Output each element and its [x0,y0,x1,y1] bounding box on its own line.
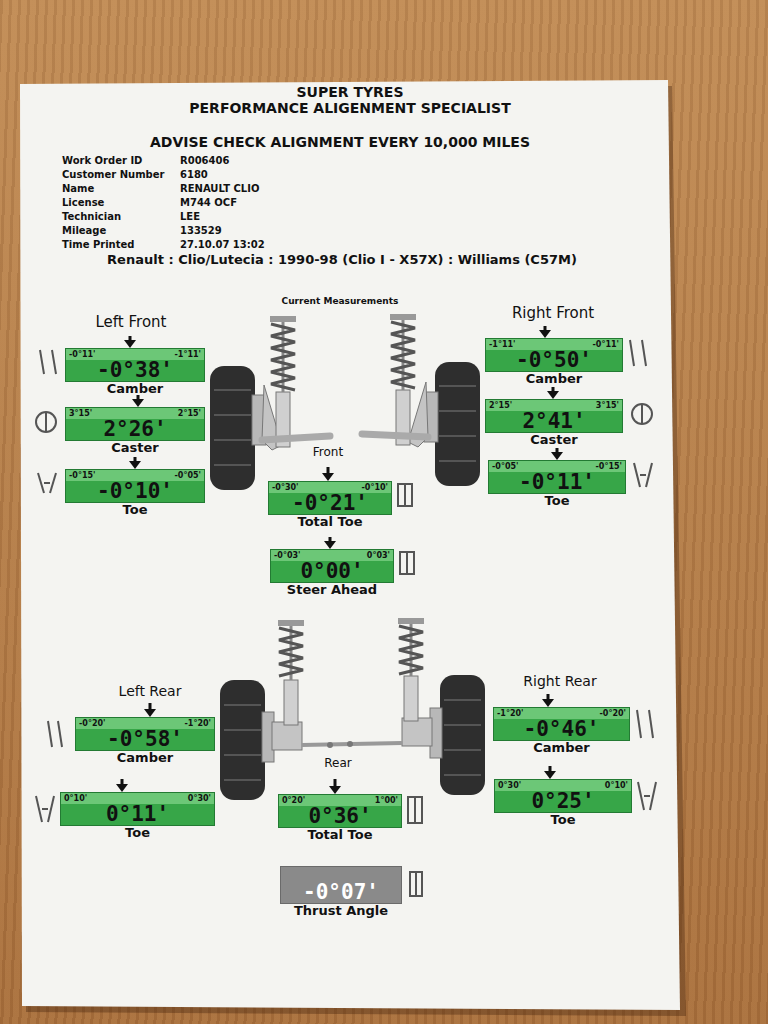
header-text: PERFORMANCE ALIGENMENT SPECIALIST [189,100,510,116]
range-min: -0°05' [492,462,518,471]
range-max: -0°15' [596,462,622,471]
measurement-box: -1°20'-0°20'-0°46'Camber [493,707,630,741]
vehicle-spec: Renault : Clio/Lutecia : 1990-98 (Clio I… [107,253,577,268]
field-label: Work Order ID [62,155,142,167]
range-max: -0°10' [362,483,388,492]
section-heading: Current Measurements [282,296,399,306]
measurement-box: -0°05'-0°15'-0°11'Toe [488,460,626,494]
range-min: -0°15' [69,471,95,480]
measurement-box: -0°15'-0°05'-0°10'Toe [65,469,205,503]
range-max: 0°10' [605,781,628,790]
measurement-box: 0°30'0°10'0°25'Toe [494,779,632,813]
range-min: 0°20' [282,796,305,805]
range-max: -0°11' [593,340,619,349]
measured-value: 0°36' [308,805,371,827]
measured-value: -0°21' [292,492,368,514]
range-min: -1°20' [497,709,523,718]
measured-value: 2°26' [103,418,166,440]
position-label: Left Front [96,314,167,331]
measured-value: 2°41' [522,410,585,432]
measurement-box: 2°15'3°15'2°41'Caster [485,399,623,433]
measured-value: 0°25' [531,790,594,812]
measurement-name: Toe [551,813,576,827]
range-min: -0°20' [79,719,105,728]
measurement-box: -0°20'-1°20'-0°58'Camber [75,717,215,751]
field-value: 133529 [180,225,222,237]
range-max: 0°30' [188,794,211,803]
measurement-box: 0°10'0°30'0°11'Toe [60,792,215,826]
range-max: 3°15' [596,401,619,410]
position-label: Front [313,446,343,460]
advice-note: ADVISE CHECK ALIGNMENT EVERY 10,000 MILE… [150,134,530,150]
range-max: 2°15' [178,409,201,418]
field-value: RENAULT CLIO [180,183,259,195]
field-label: Name [62,183,94,195]
position-label: Rear [324,757,351,771]
position-label: Left Rear [119,683,182,699]
range-max: 1°00' [375,796,398,805]
measurement-name: Camber [533,741,589,755]
measurement-name: Caster [111,441,159,455]
measured-value: -0°46' [524,718,600,740]
field-label: Time Printed [62,239,134,251]
field-value: R006406 [180,155,229,167]
measurement-box: 3°15'2°15'2°26'Caster [65,407,205,441]
range-min: 0°10' [64,794,87,803]
range-min: -0°30' [272,483,298,492]
field-label: Mileage [62,225,106,237]
position-label: Right Front [512,305,594,322]
thrust-angle-box: -0°07'Thrust Angle [280,866,402,904]
field-value: M744 OCF [180,197,237,209]
measured-value: -0°10' [97,480,173,502]
measured-value: 0°11' [106,803,169,825]
range-min: -0°11' [69,350,95,359]
measurement-box: -1°11'-0°11'-0°50'Camber [485,338,623,372]
range-min: 3°15' [69,409,92,418]
measurement-name: Camber [107,382,163,396]
measurement-name: Toe [545,494,570,508]
range-max: -0°20' [600,709,626,718]
field-value: LEE [180,211,200,223]
field-value: 6180 [180,169,208,181]
measured-value: -0°38' [97,359,173,381]
measurement-name: Steer Ahead [287,583,377,597]
range-max: -1°20' [185,719,211,728]
position-label: Right Rear [523,673,596,689]
measurement-name: Toe [123,503,148,517]
range-max: 0°03' [367,551,390,560]
measurement-name: Camber [526,372,582,386]
measurement-name: Total Toe [298,515,363,529]
measurement-box: -0°11'-1°11'-0°38'Camber [65,348,205,382]
measurement-name: Thrust Angle [294,904,388,918]
measurement-name: Total Toe [308,828,373,842]
measurement-box: 0°20'1°00'0°36'Total Toe [278,794,402,828]
range-min: -0°03' [274,551,300,560]
measured-value: -0°07' [303,881,379,903]
measured-value: -0°58' [107,728,183,750]
field-label: Customer Number [62,169,164,181]
field-label: Technician [62,211,121,223]
field-label: License [62,197,104,209]
range-min: 2°15' [489,401,512,410]
range-min: 0°30' [498,781,521,790]
measurement-box: -0°03'0°03'0°00'Steer Ahead [270,549,394,583]
field-value: 27.10.07 13:02 [180,239,265,251]
measured-value: 0°00' [300,560,363,582]
report-title: SUPER TYRES [296,84,403,100]
range-max: -0°05' [175,471,201,480]
measurement-name: Camber [117,751,173,765]
measured-value: -0°11' [519,471,595,493]
range-min: -1°11' [489,340,515,349]
range-max: -1°11' [175,350,201,359]
measurement-box: -0°30'-0°10'-0°21'Total Toe [268,481,392,515]
measurement-name: Caster [530,433,578,447]
measurement-name: Toe [125,826,150,840]
measured-value: -0°50' [516,349,592,371]
